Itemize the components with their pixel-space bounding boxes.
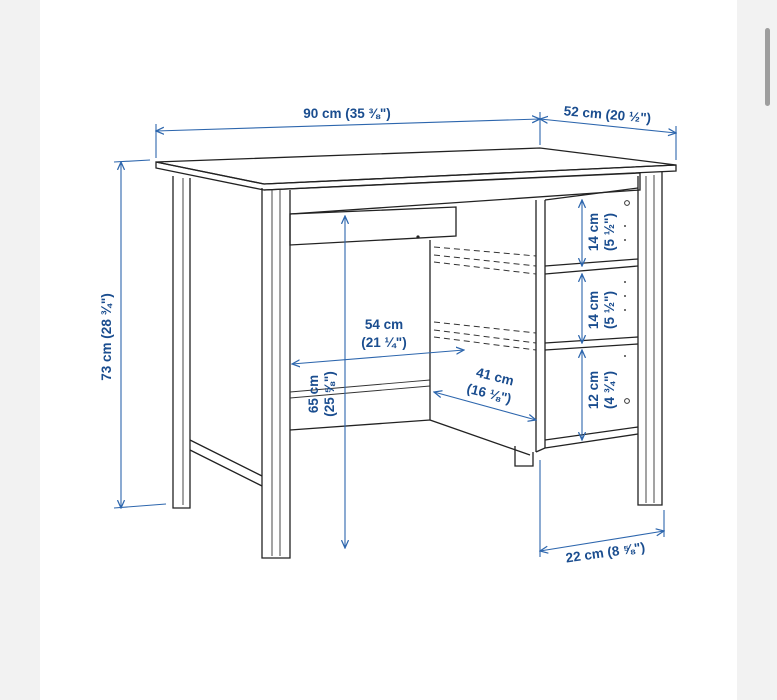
tabletop-edge [155,161,677,191]
scrollbar-thumb[interactable] [765,28,770,106]
drawer [289,206,457,246]
shelf-top-label-1: 14 cm [586,213,601,251]
width-label: 90 cm (35 ⅜") [303,106,390,121]
tabletop [155,147,677,185]
dimension-lines [113,112,676,557]
shelf-unit [544,187,639,201]
right-front-leg [637,172,663,506]
height-label: 73 cm (28 ¾") [99,293,114,380]
left-side-panel [189,439,263,477]
left-front-leg [261,188,291,559]
shelf-width-label: 22 cm (8 ⅝") [565,540,646,566]
drawer-knob [416,235,420,239]
shelf-mid-label-1: 14 cm [586,291,601,329]
shelf-mid-label-2: (5 ½") [602,291,617,329]
dimension-labels: 90 cm (35 ⅜") 52 cm (20 ½") 73 cm (28 ¾"… [99,103,652,565]
knee-width-label-2: (21 ¼") [361,335,406,350]
scrollbar-track[interactable] [760,0,777,700]
shelf-top-label-2: (5 ½") [602,213,617,251]
shelf-foot [514,446,534,467]
knee-width-label-1: 54 cm [365,317,403,332]
shelf-boards [544,258,639,449]
knee-height-label-1: 65 cm [306,375,321,413]
shelf-pin-holes [624,200,630,404]
shelves-hidden [433,246,537,351]
shelf-bottom-label-1: 12 cm [586,371,601,409]
left-back-leg [172,176,191,509]
shelf-inner-side [429,240,531,456]
knee-height-label-2: (25 ⅝") [322,371,337,416]
left-panel-bottom [189,449,263,487]
shelf-bottom-label-2: (4 ¾") [602,371,617,409]
desk-drawing [155,147,677,559]
front-apron [263,172,641,215]
